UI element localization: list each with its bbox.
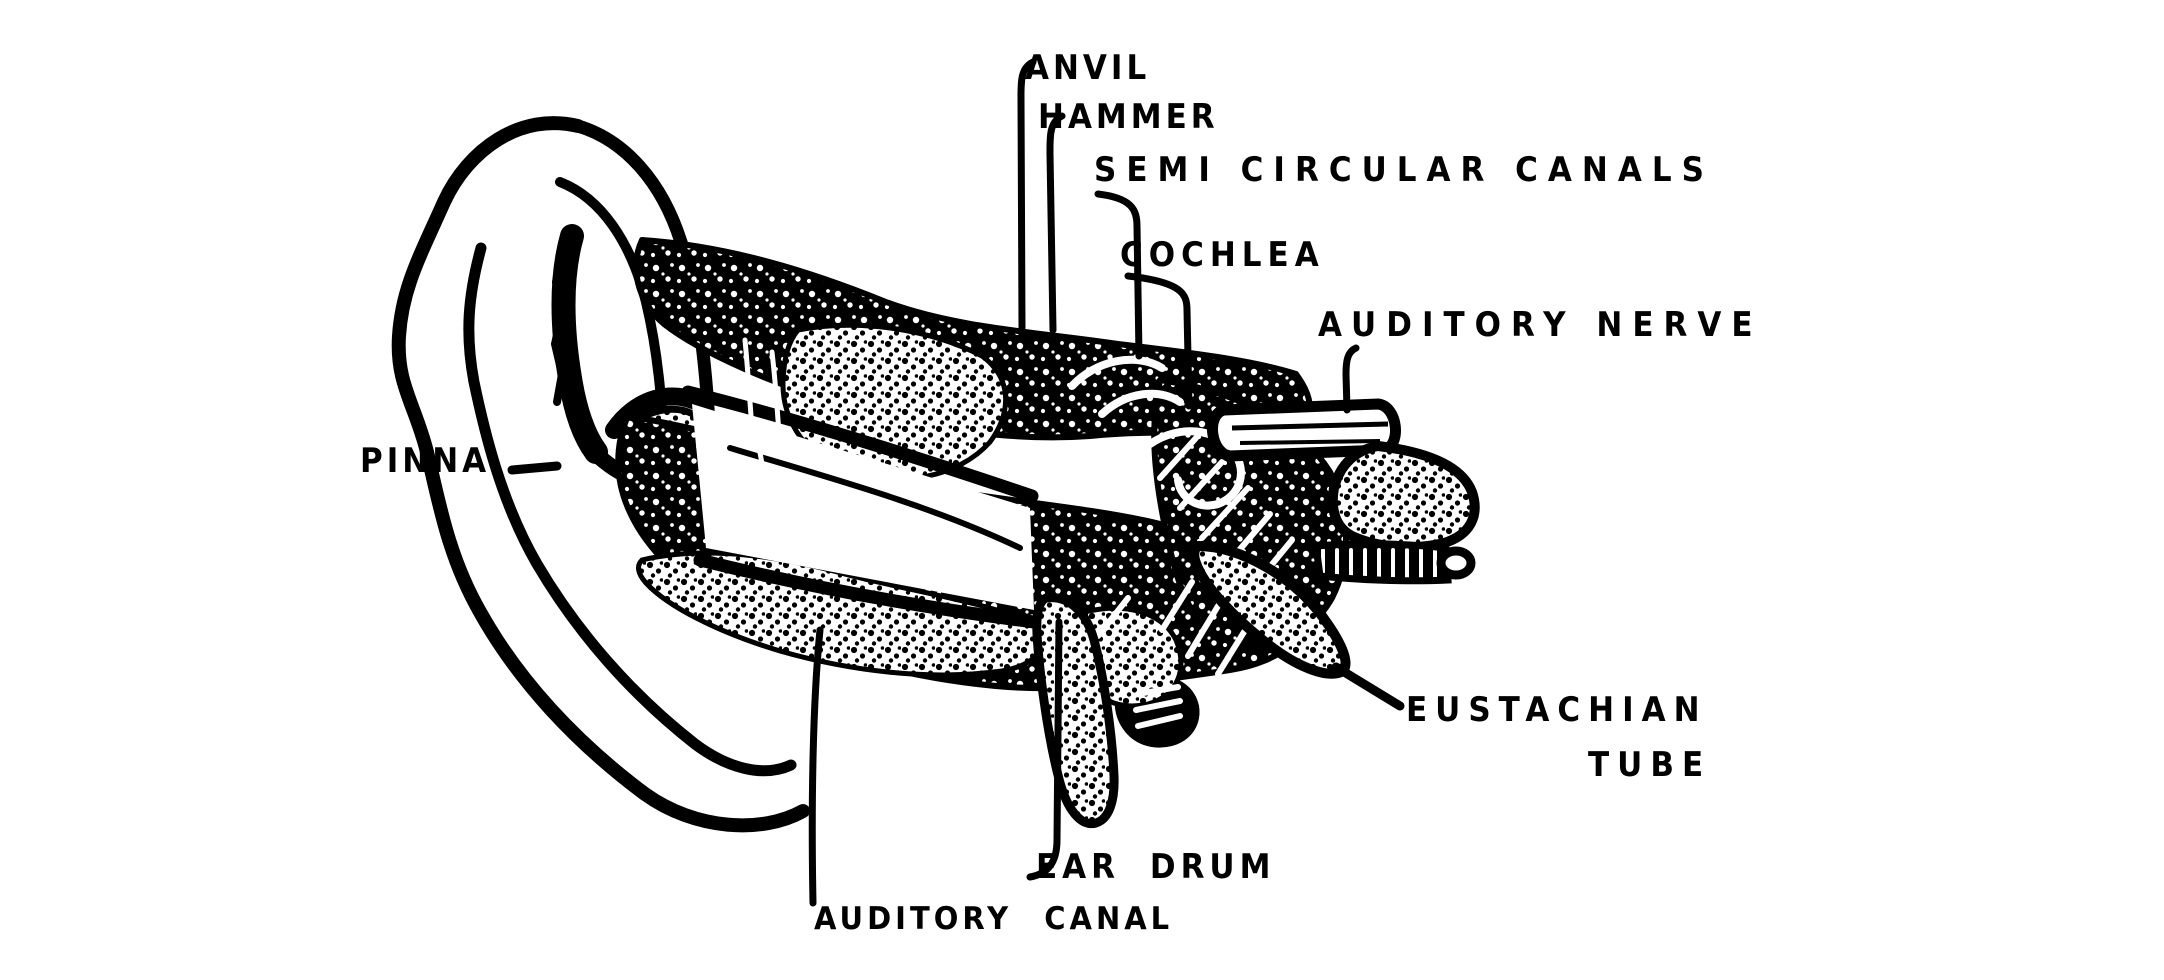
auditory-nerve-leader-line [1342,344,1360,414]
label-hammer: HAMMER [1038,97,1219,137]
label-auditory-nerve: AUDITORY NERVE [1318,305,1763,345]
inner-fold-curve [463,242,797,777]
canal-channel [692,404,1034,610]
label-eustachian: EUSTACHIAN [1406,690,1708,730]
eustachian-tube-shape [1189,541,1351,679]
label-auditory-canal: AUDITORY CANAL [814,899,1174,937]
auditory-canal-leader-line [808,626,824,907]
ear-drum-leader-line [1026,618,1063,881]
canal-midline [727,445,1023,551]
cochlea-leader-line [1124,272,1193,410]
label-cochlea: COCHLEA [1120,235,1325,275]
label-eustachian-tube-line2: TUBE [1588,745,1712,785]
label-semi-circular-canals: SEMI CIRCULAR CANALS [1094,150,1714,190]
eustachian-leader-line [1331,662,1405,711]
nerve-cone [1327,440,1480,553]
auditory-nerve-tube [1207,398,1480,585]
semi-circular-canals-leader-line [1094,190,1143,360]
nerve-tube-line2 [1239,439,1381,445]
label-ear-drum: EAR DRUM [1036,847,1276,887]
concha-upper-fold [605,387,711,439]
nerve-tube-line1 [1231,421,1389,431]
antihelix-serration [550,246,567,406]
canal-bottom-wall [693,553,1041,629]
leader-lines [507,58,1405,907]
label-anvil: ANVIL [1025,48,1151,88]
hammer-leader-line [1046,112,1066,334]
canal-top-wall [681,385,1039,503]
nerve-end-cap [1436,546,1476,580]
rib-bars-small [1133,684,1183,729]
antihelix-shadow [551,224,608,464]
pinna-leader-dash [507,461,562,475]
hatch-lines-eustachian [1159,579,1247,677]
nerve-ribbed-band [1312,540,1452,585]
label-pinna: PINNA [360,441,491,481]
helix-outer-curve [391,116,810,833]
bone-streaks [742,337,783,503]
auditory-canal-shape [681,385,1041,629]
anvil-leader-line [1017,58,1037,332]
pinna-outline [391,116,810,833]
